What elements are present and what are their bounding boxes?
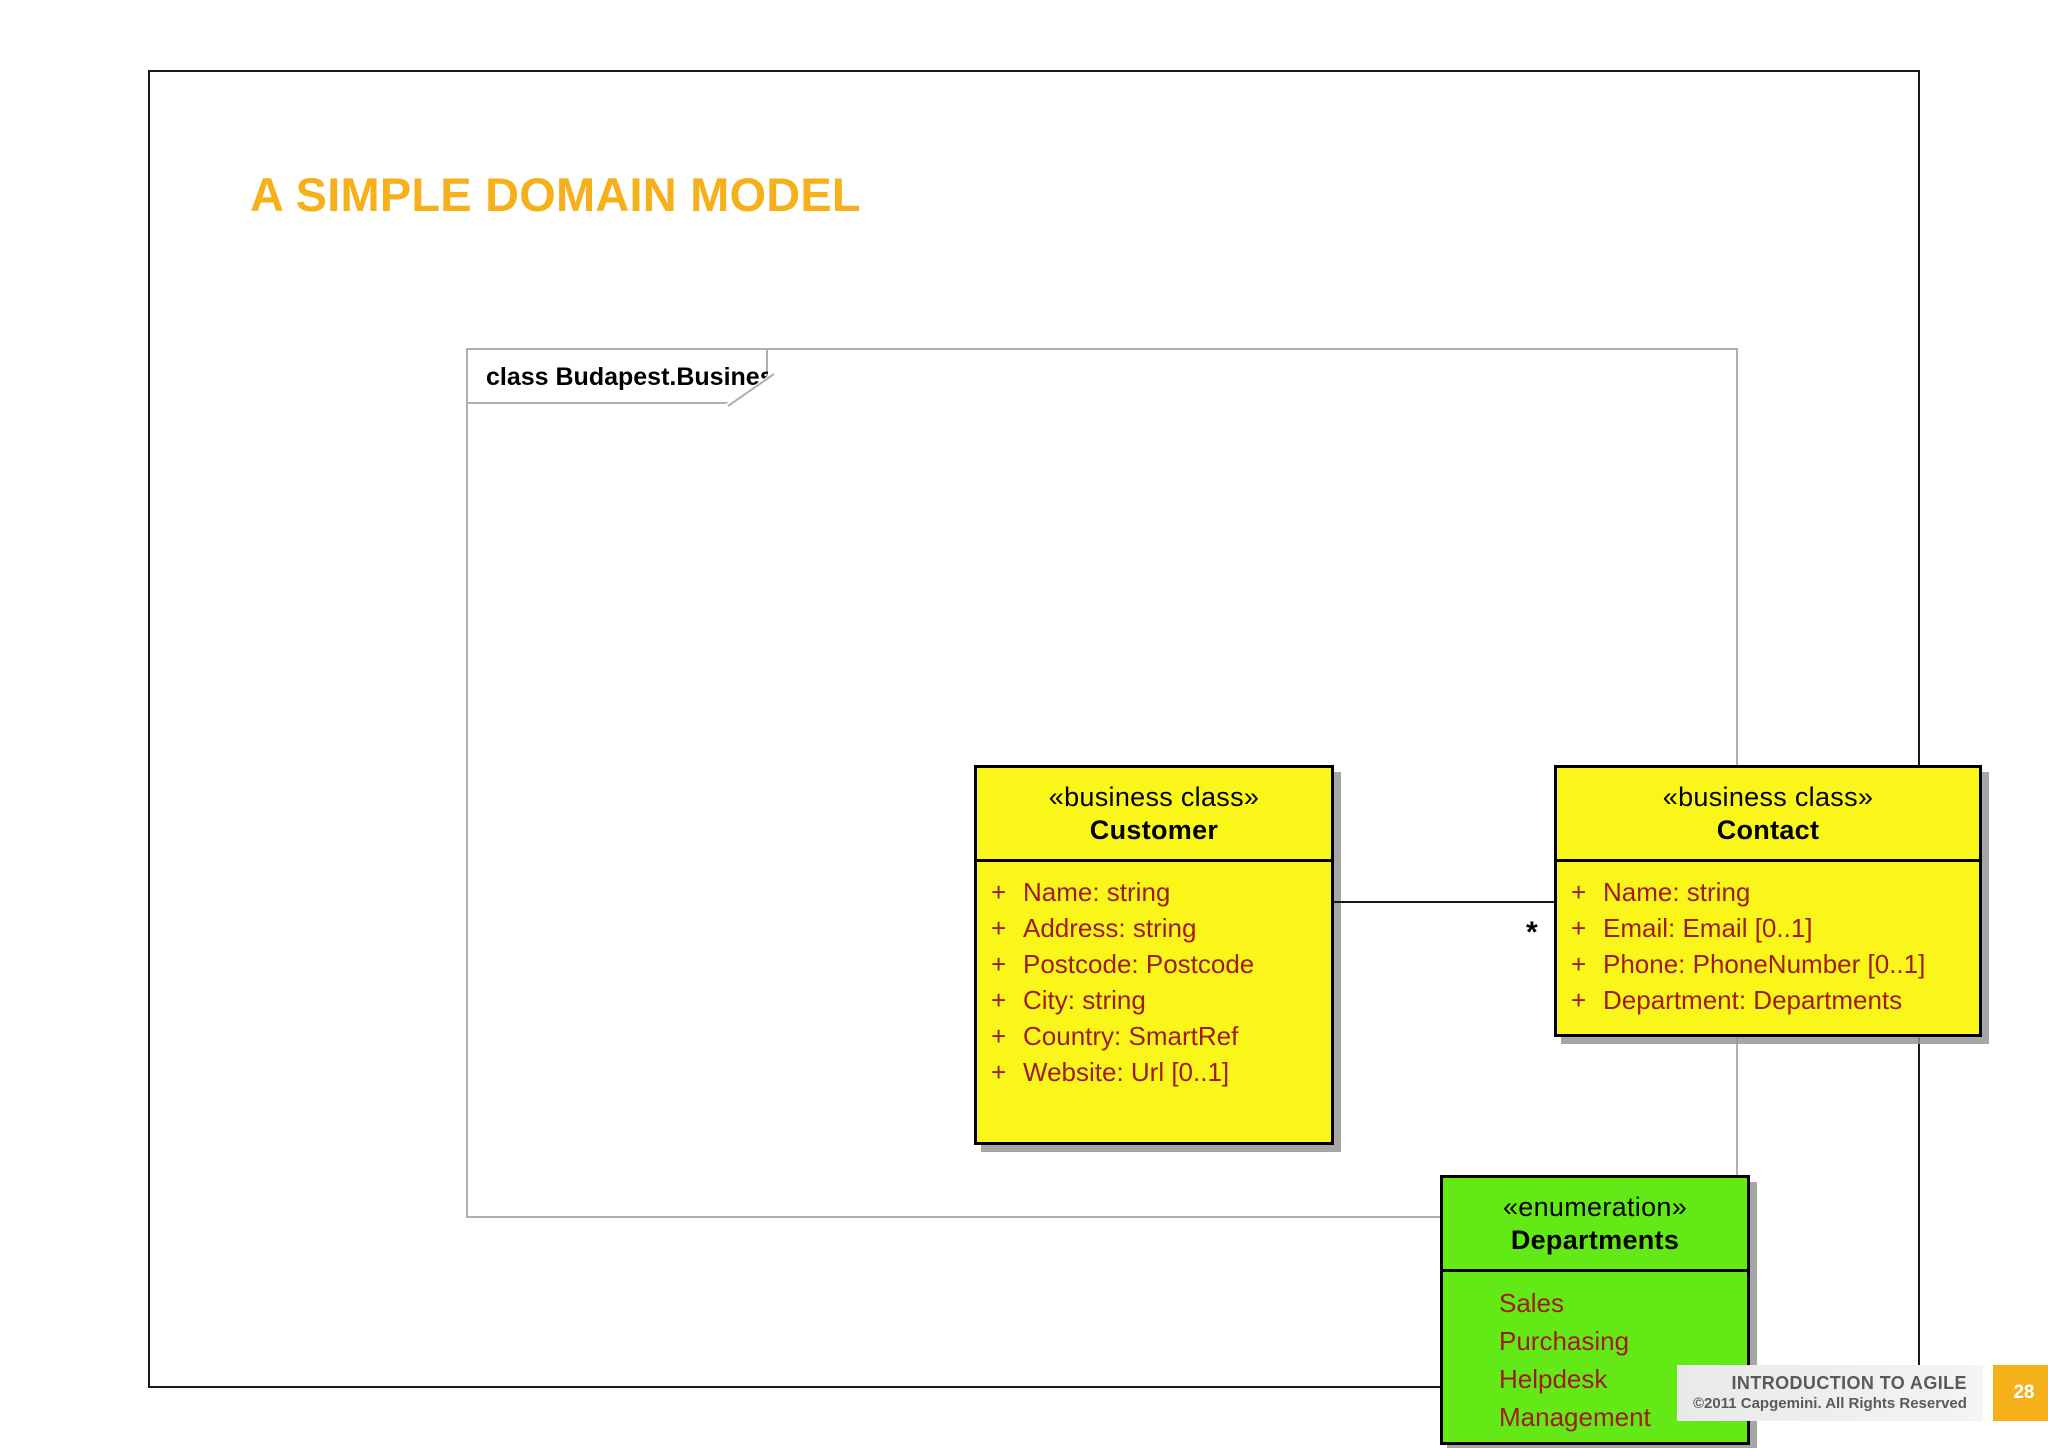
slide-footer: INTRODUCTION TO AGILE ©2011 Capgemini. A… bbox=[1677, 1365, 2048, 1421]
enumeration-literal: Management bbox=[1499, 1401, 1651, 1432]
class-attribute-row: + Website: Url [0..1] bbox=[977, 1054, 1331, 1090]
attribute-signature: City: string bbox=[1023, 984, 1146, 1015]
frame-tab-corner-icon bbox=[727, 373, 775, 407]
class-name: Customer bbox=[1089, 814, 1219, 845]
class-name: Contact bbox=[1716, 814, 1820, 845]
association-line-customer-contact bbox=[1334, 901, 1554, 903]
class-attribute-row: + Address: string bbox=[977, 910, 1331, 946]
attribute-signature: Address: string bbox=[1023, 912, 1197, 943]
frame-tab-label: class Budapest.Business bbox=[486, 363, 788, 391]
enumeration-literal: Sales bbox=[1499, 1287, 1565, 1318]
class-attribute-row: + Name: string bbox=[977, 874, 1331, 910]
footer-text-block: INTRODUCTION TO AGILE ©2011 Capgemini. A… bbox=[1677, 1365, 1983, 1421]
uml-class-customer[interactable]: «business class» Customer + Name: string… bbox=[974, 765, 1334, 1145]
class-attribute-compartment: + Name: string + Email: Email [0..1] + P… bbox=[1557, 858, 1979, 1028]
visibility-marker: + bbox=[1571, 984, 1587, 1015]
enumeration-literal: Purchasing bbox=[1499, 1325, 1630, 1356]
class-stereotype: «business class» bbox=[1048, 782, 1260, 812]
visibility-marker: + bbox=[1571, 948, 1587, 979]
slide-canvas: A SIMPLE DOMAIN MODEL class Budapest.Bus… bbox=[148, 70, 2048, 1445]
visibility-marker: + bbox=[991, 912, 1007, 943]
class-attribute-row: + Email: Email [0..1] bbox=[1557, 910, 1979, 946]
visibility-marker: + bbox=[1571, 912, 1587, 943]
footer-copyright: ©2011 Capgemini. All Rights Reserved bbox=[1693, 1394, 1967, 1412]
class-attribute-compartment: + Name: string + Address: string + Postc… bbox=[977, 858, 1331, 1100]
visibility-marker: + bbox=[1571, 876, 1587, 907]
uml-diagram-frame: class Budapest.Business «business class»… bbox=[466, 348, 1982, 1445]
visibility-marker: + bbox=[991, 948, 1007, 979]
class-header: «business class» Customer bbox=[977, 768, 1331, 859]
uml-class-contact[interactable]: «business class» Contact + Name: string … bbox=[1554, 765, 1982, 1037]
visibility-marker: + bbox=[991, 1020, 1007, 1051]
class-attribute-row: + City: string bbox=[977, 982, 1331, 1018]
visibility-marker: + bbox=[991, 876, 1007, 907]
class-stereotype: «business class» bbox=[1662, 782, 1874, 812]
visibility-marker: + bbox=[991, 984, 1007, 1015]
attribute-signature: Postcode: Postcode bbox=[1023, 948, 1255, 979]
enumeration-stereotype: «enumeration» bbox=[1502, 1192, 1688, 1222]
attribute-signature: Phone: PhoneNumber [0..1] bbox=[1603, 948, 1926, 979]
enumeration-name: Departments bbox=[1510, 1224, 1680, 1255]
attribute-signature: Department: Departments bbox=[1603, 984, 1903, 1015]
page-number-badge: 28 bbox=[1992, 1365, 2048, 1421]
enumeration-header: «enumeration» Departments bbox=[1443, 1178, 1747, 1269]
attribute-signature: Email: Email [0..1] bbox=[1603, 912, 1813, 943]
association-multiplicity-target: * bbox=[1526, 916, 1538, 949]
attribute-signature: Name: string bbox=[1023, 876, 1171, 907]
attribute-signature: Website: Url [0..1] bbox=[1023, 1056, 1230, 1087]
page-title: A SIMPLE DOMAIN MODEL bbox=[250, 168, 861, 221]
class-attribute-row: + Postcode: Postcode bbox=[977, 946, 1331, 982]
footer-deck-title: INTRODUCTION TO AGILE bbox=[1731, 1373, 1967, 1393]
class-header: «business class» Contact bbox=[1557, 768, 1979, 859]
class-attribute-row: + Name: string bbox=[1557, 874, 1979, 910]
frame-tab: class Budapest.Business bbox=[468, 350, 768, 404]
class-attribute-row: + Country: SmartRef bbox=[977, 1018, 1331, 1054]
attribute-signature: Country: SmartRef bbox=[1023, 1020, 1239, 1051]
enumeration-literal-compartment: Sales Purchasing Helpdesk Management bbox=[1443, 1268, 1747, 1446]
class-attribute-row: + Department: Departments bbox=[1557, 982, 1979, 1018]
uml-enumeration-departments[interactable]: «enumeration» Departments Sales Purchasi… bbox=[1440, 1175, 1750, 1445]
visibility-marker: + bbox=[991, 1056, 1007, 1087]
enumeration-literal: Helpdesk bbox=[1499, 1363, 1608, 1394]
attribute-signature: Name: string bbox=[1603, 876, 1751, 907]
class-attribute-row: + Phone: PhoneNumber [0..1] bbox=[1557, 946, 1979, 982]
